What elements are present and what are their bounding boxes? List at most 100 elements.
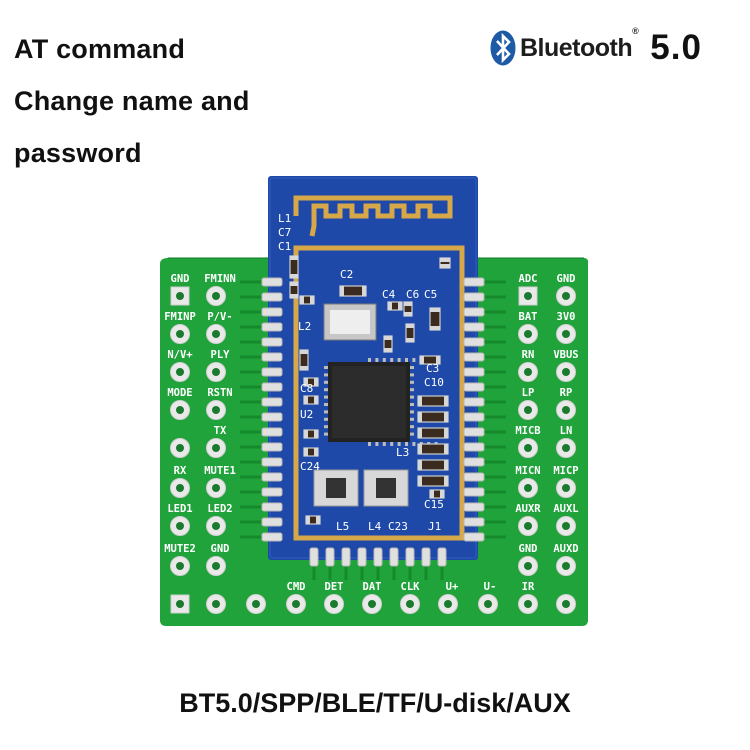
smd-component xyxy=(289,255,299,279)
label-c7: C7 xyxy=(278,226,291,239)
right-label-2-a: RN xyxy=(522,349,535,361)
label-l4: L4 xyxy=(368,520,382,533)
right-pad-3-b xyxy=(556,400,576,420)
bluetooth-version: 5.0 xyxy=(650,28,702,67)
smd-component xyxy=(417,459,449,471)
label-c10: C10 xyxy=(424,376,444,389)
right-pad-7-b xyxy=(556,556,576,576)
left-pad-5-b xyxy=(206,478,226,498)
bottom-label-6: IR xyxy=(522,581,535,593)
smd-component xyxy=(299,349,309,371)
left-pad-2-a xyxy=(170,362,190,382)
smd-component xyxy=(429,307,441,331)
label-c23: C23 xyxy=(388,520,408,533)
right-pad-5-a xyxy=(518,478,538,498)
bottom-pad-1 xyxy=(206,594,226,614)
label-c3: C3 xyxy=(426,362,439,375)
label-c6: C6 xyxy=(406,288,419,301)
bluetooth-logo: Bluetooth® 5.0 xyxy=(490,25,702,68)
left-pad-0-a xyxy=(170,286,190,306)
right-label-3-b: RP xyxy=(560,387,573,399)
bottom-pad-5 xyxy=(362,594,382,614)
left-pad-5-a xyxy=(170,478,190,498)
label-u2: U2 xyxy=(300,408,313,421)
left-label-0-b: FMINN xyxy=(204,273,236,285)
bottom-pad-0 xyxy=(170,594,190,614)
right-pad-6-a xyxy=(518,516,538,536)
label-l5: L5 xyxy=(336,520,349,533)
smd-component xyxy=(405,323,415,343)
label-c1: C1 xyxy=(278,240,291,253)
left-label-2-a: N/V+ xyxy=(167,349,192,361)
left-label-3-b: RSTN xyxy=(207,387,232,399)
right-pad-5-b xyxy=(556,478,576,498)
smd-component xyxy=(303,447,319,457)
bottom-pad-7 xyxy=(438,594,458,614)
smd-component xyxy=(303,429,319,439)
bottom-label-0: CMD xyxy=(287,581,306,593)
left-pad-2-b xyxy=(206,362,226,382)
antenna-trace xyxy=(293,195,453,237)
left-label-3-a: MODE xyxy=(167,387,192,399)
left-label-1-a: FMINP xyxy=(164,311,196,323)
bottom-label-3: CLK xyxy=(401,581,421,593)
shield-outline xyxy=(293,245,465,541)
left-pad-7-b xyxy=(206,556,226,576)
bluetooth-wordmark: Bluetooth® xyxy=(520,25,639,62)
label-c5: C5 xyxy=(424,288,437,301)
right-label-7-a: GND xyxy=(519,543,538,555)
right-label-0-b: GND xyxy=(557,273,576,285)
label-j1: J1 xyxy=(428,520,441,533)
left-label-1-b: P/V- xyxy=(207,311,232,323)
right-pad-4-b xyxy=(556,438,576,458)
bottom-pad-3 xyxy=(286,594,306,614)
left-label-7-a: MUTE2 xyxy=(164,543,196,555)
left-label-6-a: LED1 xyxy=(167,503,192,515)
right-pad-0-b xyxy=(556,286,576,306)
left-label-7-b: GND xyxy=(211,543,230,555)
right-label-2-b: VBUS xyxy=(553,349,578,361)
left-pad-0-b xyxy=(206,286,226,306)
smd-component xyxy=(417,475,449,487)
smd-component xyxy=(299,295,315,305)
right-label-5-a: MICN xyxy=(515,465,540,477)
bluetooth-module: L1 C7 C1 C2 C4 C6 C5 L2 C3 C10 C8 U2 L3 … xyxy=(261,176,485,567)
left-pad-3-a xyxy=(170,400,190,420)
smd-component xyxy=(383,335,393,353)
bottom-pad-6 xyxy=(400,594,420,614)
right-label-4-a: MICB xyxy=(515,425,540,437)
right-label-6-a: AUXR xyxy=(515,503,541,515)
right-pad-2-b xyxy=(556,362,576,382)
smd-component xyxy=(403,301,413,317)
feature-list: BT5.0/SPP/BLE/TF/U-disk/AUX xyxy=(179,688,571,718)
bottom-label-5: U- xyxy=(484,581,497,593)
smd-component xyxy=(429,489,445,499)
right-label-7-b: AUXD xyxy=(553,543,578,555)
smd-component xyxy=(303,395,319,405)
right-pad-4-a xyxy=(518,438,538,458)
bottom-pad-9 xyxy=(518,594,538,614)
right-label-5-b: MICP xyxy=(553,465,578,477)
left-label-2-b: PLY xyxy=(211,349,231,361)
left-label-4-b: TX xyxy=(214,425,227,437)
smd-component xyxy=(417,395,449,407)
left-label-6-b: LED2 xyxy=(207,503,232,515)
label-c2: C2 xyxy=(340,268,353,281)
right-label-4-b: LN xyxy=(560,425,573,437)
label-c15: C15 xyxy=(424,498,444,511)
bluetooth-icon xyxy=(490,30,516,66)
label-l1: L1 xyxy=(278,212,291,225)
label-c8: C8 xyxy=(300,382,313,395)
left-pad-4-b xyxy=(206,438,226,458)
smd-component xyxy=(417,411,449,423)
left-pad-6-a xyxy=(170,516,190,536)
bottom-label-2: DAT xyxy=(363,581,382,593)
bottom-label-4: U+ xyxy=(446,581,459,593)
left-label-5-b: MUTE1 xyxy=(204,465,236,477)
smd-component xyxy=(417,427,449,439)
smd-component xyxy=(419,355,441,365)
right-label-3-a: LP xyxy=(522,387,535,399)
smd-component xyxy=(417,443,449,455)
right-label-1-b: 3V0 xyxy=(557,311,576,323)
